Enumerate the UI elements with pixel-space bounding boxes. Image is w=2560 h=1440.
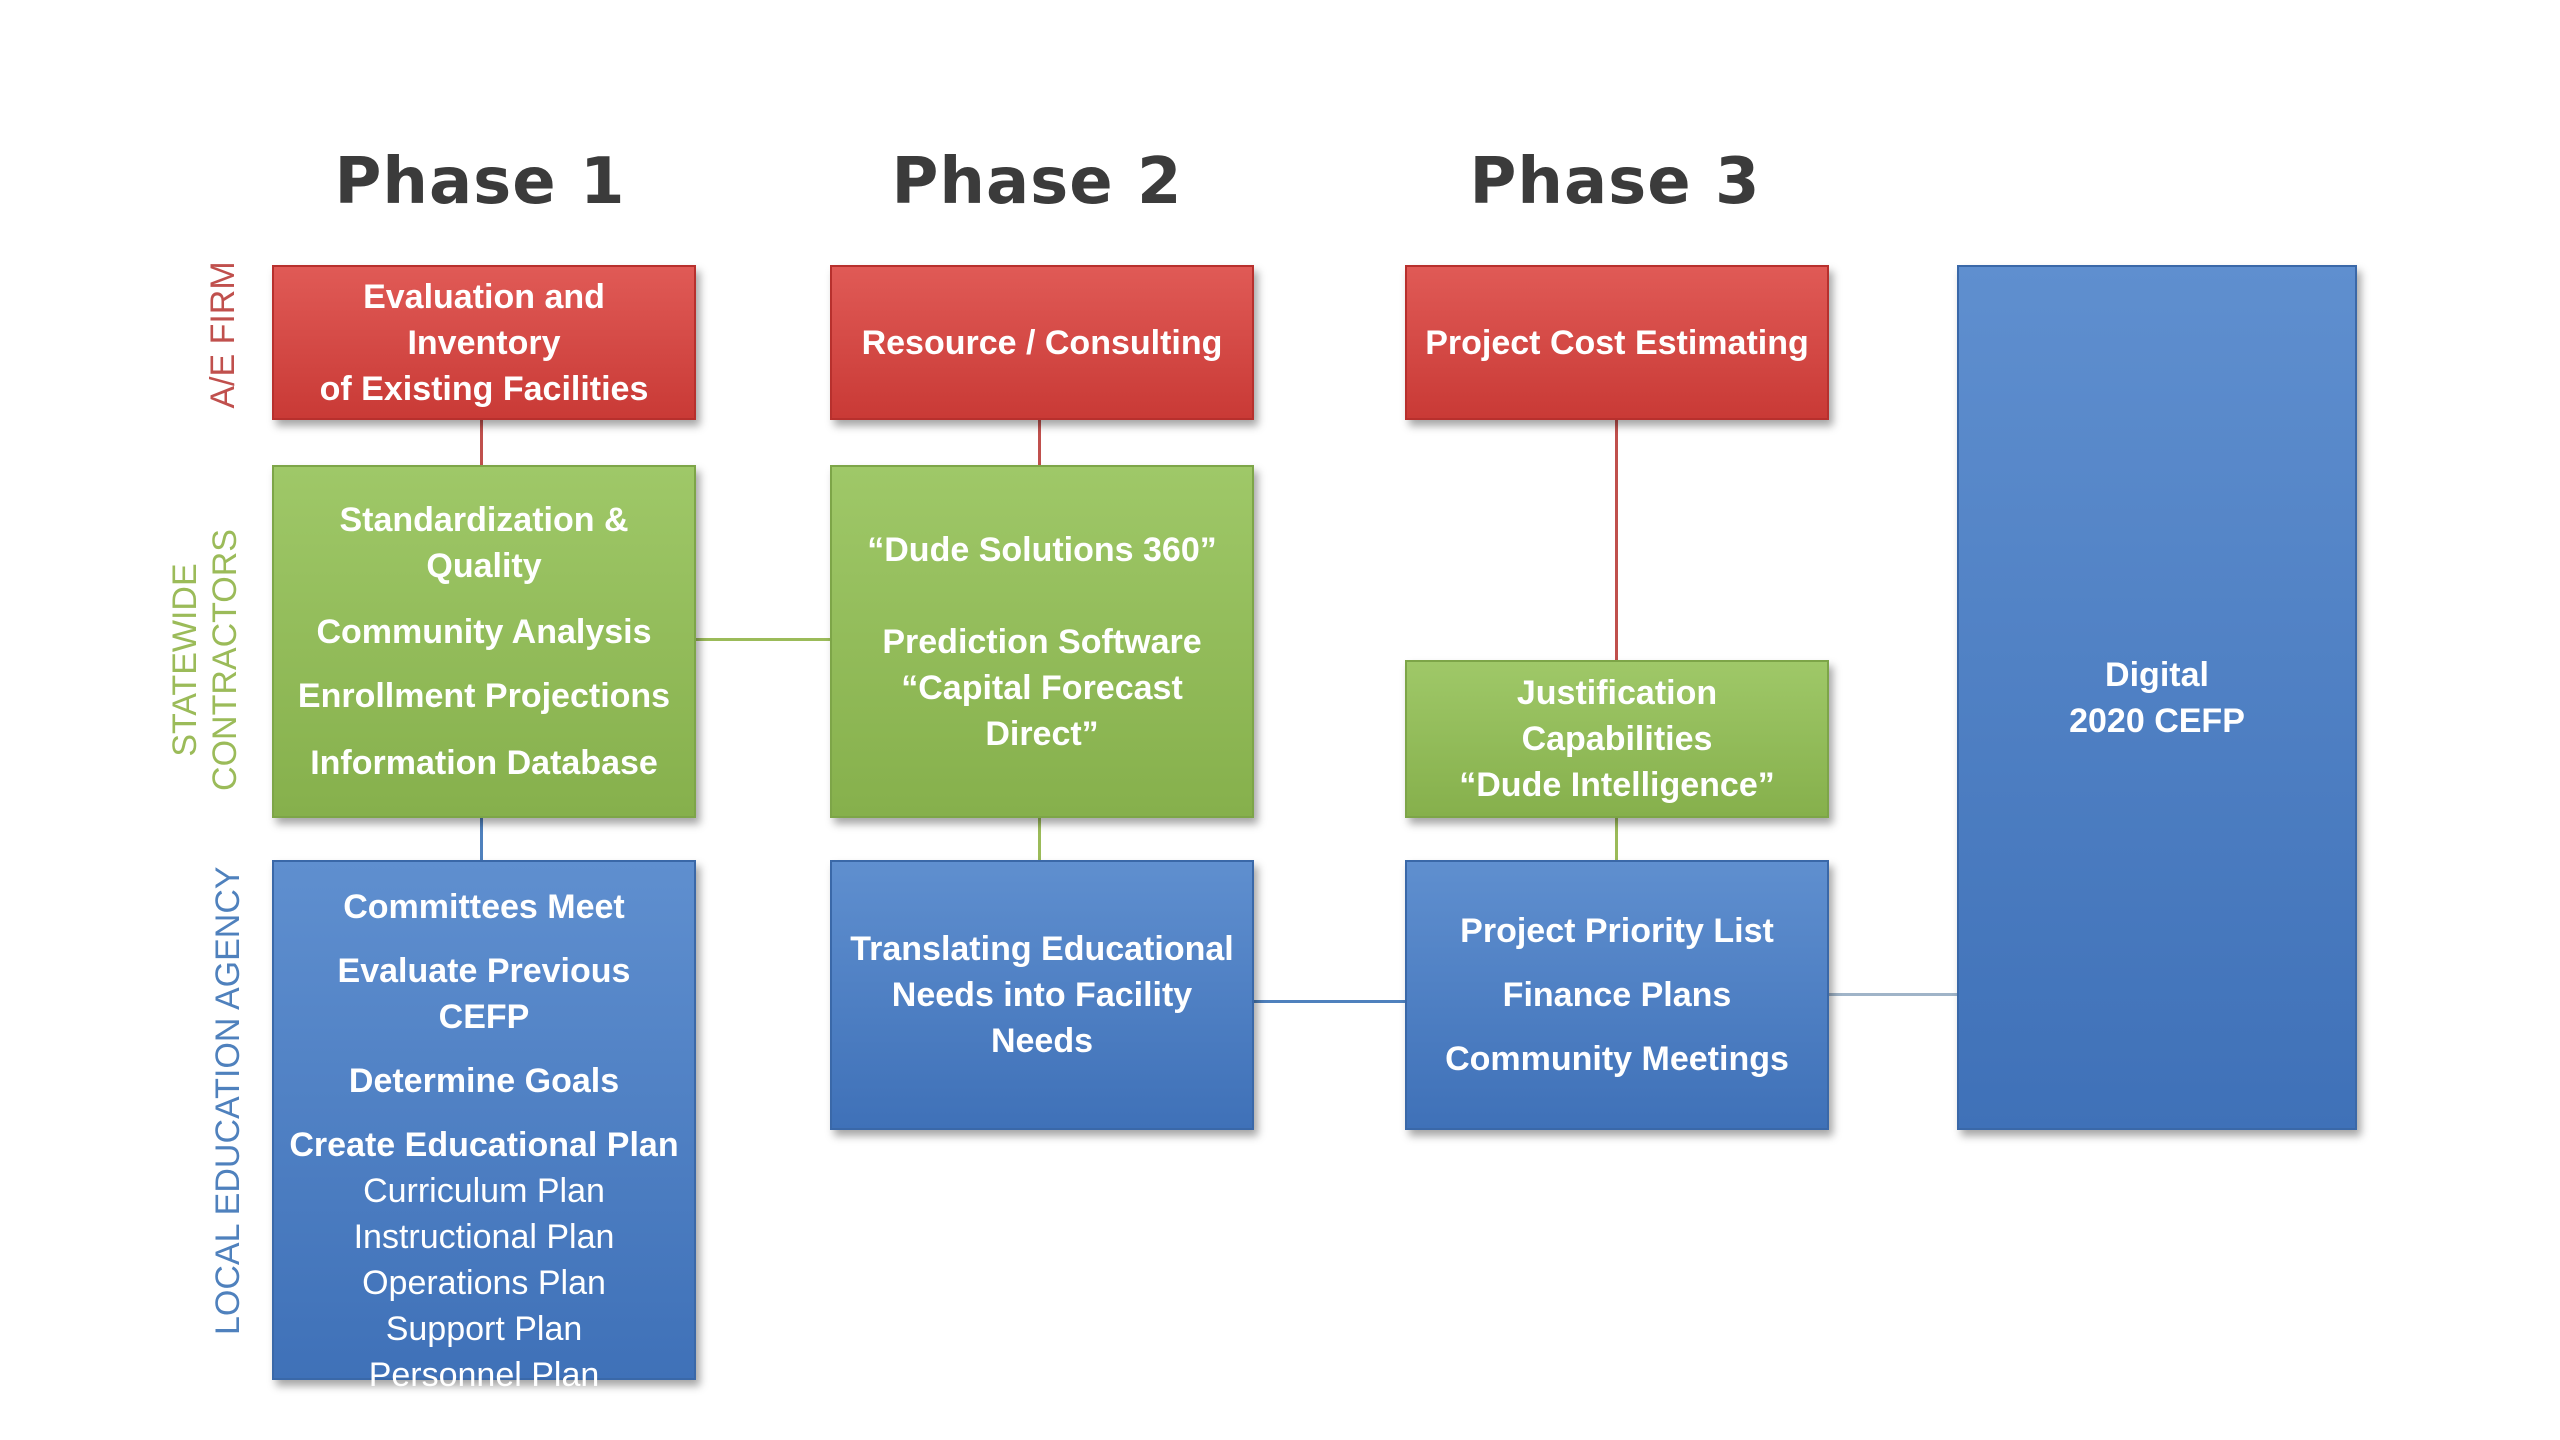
phase-1-local-line-2: Evaluate Previous CEFP [337, 952, 631, 1036]
phase-2-statewide-line-3: “Capital Forecast Direct” [901, 668, 1183, 753]
phase-1-local-subline-3: Operations Plan [362, 1264, 606, 1302]
phase-3-local-line-1: Project Priority List [1460, 912, 1774, 950]
phase-2-local-agency-box: Translating Educational Needs into Facil… [830, 860, 1254, 1130]
phase-2-local-line-2: Needs into Facility Needs [891, 976, 1193, 1060]
connector-p3-red-green [1615, 418, 1618, 660]
row-label-statewide-line2: CONTRACTORS [206, 529, 244, 791]
phase-3-local-line-3: Community Meetings [1445, 1040, 1789, 1078]
phase-1-local-subline-5: Personnel Plan [368, 1356, 600, 1394]
phase-3-cost-box: Project Cost Estimating [1405, 265, 1829, 420]
phase-1-local-agency-box: Committees Meet Evaluate Previous CEFP D… [272, 860, 696, 1394]
phase-2-statewide-box: “Dude Solutions 360” Prediction Software… [830, 465, 1254, 818]
final-box-line-1: Digital [2105, 656, 2209, 694]
connector-p2-p3-blue [1252, 1000, 1407, 1003]
phase-3-cost-line-1: Project Cost Estimating [1425, 323, 1809, 362]
connector-p3-green-blue [1615, 818, 1618, 863]
phase-1-local-subline-4: Support Plan [385, 1310, 583, 1348]
phase-2-resource-line-1: Resource / Consulting [861, 323, 1223, 362]
row-label-statewide-line1: STATEWIDE [166, 563, 204, 757]
phase-3-local-line-2: Finance Plans [1502, 976, 1732, 1014]
phase-2-local-line-1: Translating Educational [850, 930, 1234, 968]
connector-p1-p2-green [695, 638, 830, 641]
connector-p3-final-blue [1827, 993, 1957, 996]
connector-p1-red-green [480, 418, 483, 468]
phase-1-statewide-line-2: Community Analysis [316, 613, 652, 652]
phase-1-statewide-line-4: Information Database [310, 743, 658, 782]
phase-3-statewide-line-1: Justification Capabilities [1516, 674, 1718, 758]
connector-p1-green-blue [480, 818, 483, 863]
row-label-ae-firm: A/E FIRM [204, 261, 242, 409]
row-label-statewide-contractors: STATEWIDE CONTRACTORS [165, 510, 245, 810]
connector-p2-red-green [1038, 418, 1041, 468]
final-box-line-2: 2020 CEFP [2069, 702, 2245, 740]
phase-3-local-agency-box: Project Priority List Finance Plans Comm… [1405, 860, 1829, 1130]
phase-2-statewide-line-1: “Dude Solutions 360” [867, 530, 1217, 569]
phase-1-statewide-box: Standardization & Quality Community Anal… [272, 465, 696, 818]
phase-1-title: Phase 1 [334, 145, 626, 219]
phase-3-statewide-line-2: “Dude Intelligence” [1459, 766, 1775, 804]
phase-1-local-subline-1: Curriculum Plan [363, 1172, 605, 1210]
phase-1-evaluation-box: Evaluation and Inventory of Existing Fac… [272, 265, 696, 420]
row-label-local-education-agency: LOCAL EDUCATION AGENCY [209, 866, 247, 1335]
phase-1-evaluation-line-2: of Existing Facilities [319, 369, 649, 408]
phase-2-statewide-line-2: Prediction Software [882, 622, 1202, 661]
phase-1-evaluation-line-1: Evaluation and Inventory [363, 277, 605, 362]
phase-2-title: Phase 2 [891, 145, 1183, 219]
final-digital-cefp-box: Digital 2020 CEFP [1957, 265, 2357, 1130]
phase-3-title: Phase 3 [1469, 145, 1761, 219]
connector-p2-green-blue [1038, 818, 1041, 863]
phase-2-resource-box: Resource / Consulting [830, 265, 1254, 420]
phase-1-statewide-line-1: Standardization & Quality [339, 501, 629, 586]
phase-1-local-subline-2: Instructional Plan [353, 1218, 615, 1256]
phase-1-statewide-line-3: Enrollment Projections [297, 677, 671, 716]
phase-3-statewide-box: Justification Capabilities “Dude Intelli… [1405, 660, 1829, 818]
phase-1-local-line-1: Committees Meet [343, 888, 625, 926]
phase-1-local-line-3: Determine Goals [348, 1062, 620, 1100]
phase-1-local-line-4: Create Educational Plan [289, 1126, 679, 1164]
